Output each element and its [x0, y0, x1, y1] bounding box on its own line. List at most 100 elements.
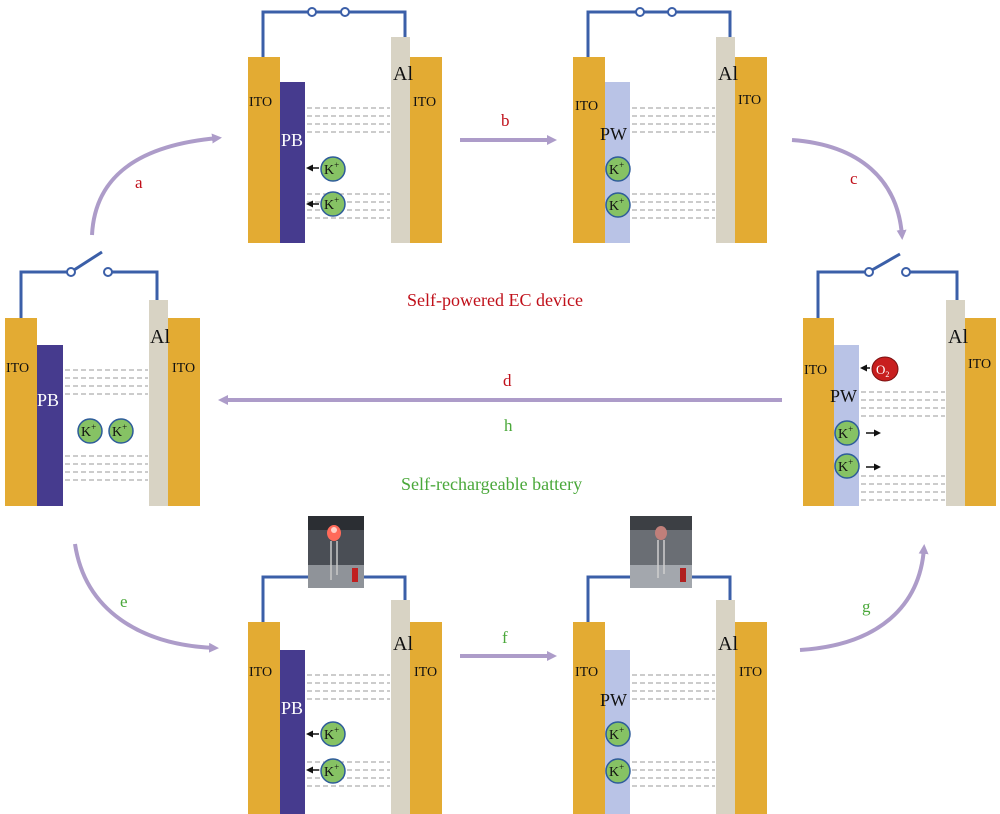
wire — [816, 270, 868, 318]
al-label: Al — [150, 326, 170, 348]
step-label-e: e — [120, 592, 128, 611]
ito-layer — [5, 318, 37, 506]
led-photo-lit — [308, 516, 364, 588]
k-ion: K+ — [834, 420, 860, 446]
ito-label: ITO — [804, 363, 827, 378]
ito-label: ITO — [249, 665, 272, 680]
process-arrows — [73, 133, 929, 661]
al-label: Al — [393, 633, 413, 655]
ito-layer — [573, 622, 605, 814]
pw-label: PW — [600, 124, 627, 144]
wire — [261, 575, 310, 622]
cell-pw-bleached-top: ITO ITO Al PW K+ K+ — [573, 7, 767, 243]
k-ion: K+ — [605, 758, 631, 784]
ito-layer — [803, 318, 834, 506]
al-layer — [149, 300, 168, 506]
electrolyte-lines — [632, 674, 715, 787]
switch-contact — [340, 7, 350, 17]
cell-pb-charging-top: ITO ITO Al PB K+ K+ — [248, 7, 442, 243]
pb-label: PB — [281, 698, 303, 718]
ito-layer — [965, 318, 996, 506]
wire — [362, 575, 407, 600]
electrolyte-lines — [307, 107, 390, 219]
k-ion: K+ — [605, 192, 631, 218]
cell-pw-discharged-bottom: ITO ITO Al PW K+ K+ — [573, 516, 767, 814]
svg-text:K+: K+ — [324, 160, 339, 178]
k-ion: K+ — [834, 453, 860, 479]
al-layer — [391, 600, 410, 814]
wire — [261, 10, 407, 57]
pw-label: PW — [830, 386, 857, 406]
svg-text:K+: K+ — [324, 195, 339, 213]
svg-text:K+: K+ — [609, 725, 624, 743]
electrolyte-lines — [307, 674, 390, 787]
al-label: Al — [948, 326, 968, 348]
step-label-f: f — [502, 628, 508, 647]
wire — [586, 10, 732, 57]
pb-layer — [280, 650, 305, 814]
ito-label: ITO — [413, 95, 436, 110]
step-label-h: h — [504, 416, 513, 435]
svg-text:K+: K+ — [324, 725, 339, 743]
title-ec-device: Self-powered EC device — [407, 290, 583, 310]
arrow-c — [791, 138, 907, 240]
pw-label: PW — [600, 690, 627, 710]
ito-layer — [573, 57, 605, 243]
ito-label: ITO — [414, 665, 437, 680]
al-layer — [716, 600, 735, 814]
k-ion: K+ — [320, 721, 346, 747]
electrolyte-lines — [65, 369, 148, 481]
pb-label: PB — [37, 390, 59, 410]
ito-layer — [735, 622, 767, 814]
step-label-a: a — [135, 173, 143, 192]
wire — [108, 270, 159, 300]
switch-contact — [901, 267, 911, 277]
al-label: Al — [718, 63, 738, 85]
svg-text:K+: K+ — [112, 422, 127, 440]
pb-layer — [37, 345, 63, 506]
k-ion: K+ — [77, 418, 103, 444]
al-layer — [391, 37, 410, 243]
svg-text:K+: K+ — [81, 422, 96, 440]
led-photo-off — [630, 516, 692, 588]
switch-contact — [635, 7, 645, 17]
step-label-b: b — [501, 111, 510, 130]
pb-label: PB — [281, 130, 303, 150]
wire — [907, 270, 959, 300]
ito-layer — [410, 57, 442, 243]
title-battery: Self-rechargeable battery — [401, 474, 582, 494]
switch-contact — [667, 7, 677, 17]
ito-label: ITO — [738, 93, 761, 108]
svg-text:O2: O2 — [876, 362, 889, 379]
svg-text:K+: K+ — [838, 424, 853, 442]
ito-label: ITO — [6, 361, 29, 376]
al-label: Al — [393, 63, 413, 85]
switch-contact — [864, 267, 874, 277]
ito-label: ITO — [968, 357, 991, 372]
ito-layer — [410, 622, 442, 814]
al-layer — [946, 300, 965, 506]
switch-contact — [103, 267, 113, 277]
ito-layer — [248, 57, 280, 243]
wire — [19, 270, 70, 318]
ito-label: ITO — [739, 665, 762, 680]
k-ion: K+ — [320, 191, 346, 217]
cell-pw-oxidation-right: ITO ITO Al PW O2 K+ K+ — [803, 252, 996, 506]
wire — [690, 575, 732, 600]
cell-pb-left: ITO ITO Al PB K+ K+ — [5, 250, 200, 506]
svg-text:K+: K+ — [609, 762, 624, 780]
step-label-d: d — [503, 371, 512, 390]
ito-layer — [248, 622, 280, 814]
arrow-e — [73, 543, 219, 653]
o2-molecule: O2 — [871, 356, 899, 382]
ito-label: ITO — [575, 99, 598, 114]
arrow-a — [90, 133, 222, 236]
svg-text:K+: K+ — [838, 457, 853, 475]
k-ion: K+ — [605, 721, 631, 747]
step-label-c: c — [850, 169, 858, 188]
wire — [586, 575, 632, 622]
switch-lever-open — [73, 250, 103, 272]
k-ion: K+ — [605, 156, 631, 182]
step-label-g: g — [862, 597, 871, 616]
